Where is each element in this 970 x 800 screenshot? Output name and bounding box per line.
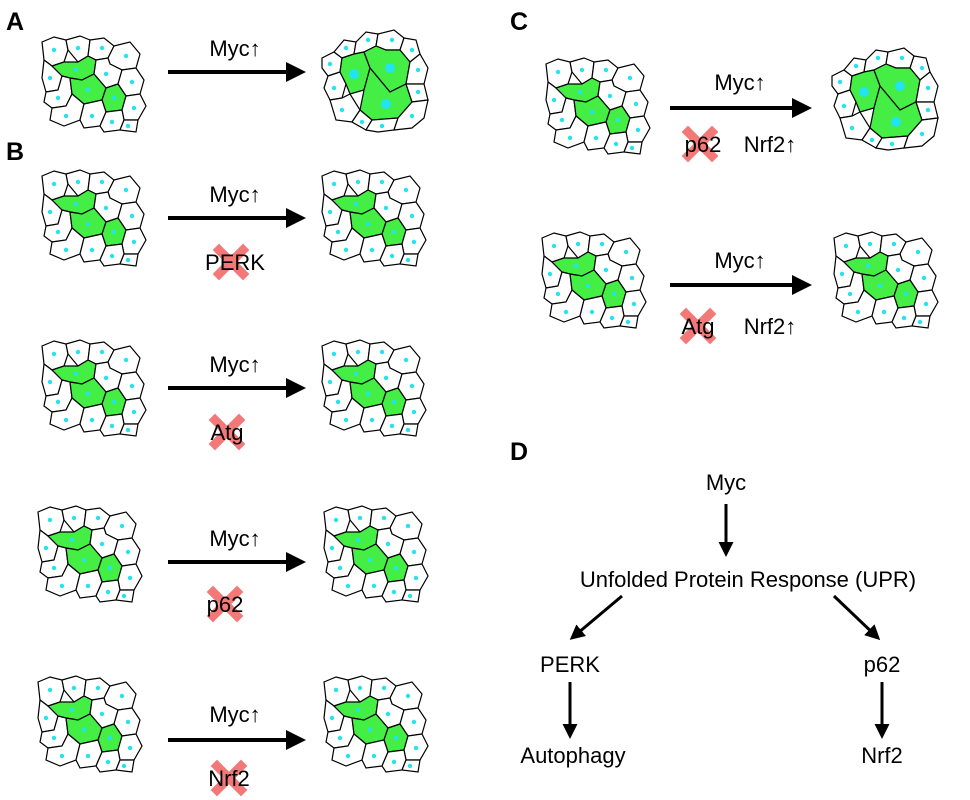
row-b4: Myc↑ Nrf2 xyxy=(37,675,429,791)
tissue-after xyxy=(321,169,427,267)
tissue-before xyxy=(41,35,147,133)
row-top-label: Myc↑ xyxy=(714,248,765,273)
tissue-before xyxy=(545,57,651,155)
row-knockout-label: p62 xyxy=(207,592,244,617)
tissue-after xyxy=(321,29,429,133)
row-top-label: Myc↑ xyxy=(209,526,260,551)
row-top-label: Myc↑ xyxy=(209,182,260,207)
panel-label-b: B xyxy=(6,138,24,166)
row-b3: Myc↑ p62 xyxy=(37,505,429,617)
row-top-label: Myc↑ xyxy=(714,70,765,95)
tissue-after xyxy=(831,47,939,151)
node-autophagy: Autophagy xyxy=(520,743,625,768)
panel-label-a: A xyxy=(6,8,24,36)
node-perk: PERK xyxy=(540,652,600,677)
row-knockout-label: Nrf2 xyxy=(208,766,250,791)
tissue-before xyxy=(37,675,143,773)
panel-label-d: D xyxy=(510,438,528,466)
tissue-before xyxy=(541,231,647,329)
node-p62: p62 xyxy=(864,652,901,677)
row-knockout-label: PERK xyxy=(205,250,265,275)
node-nrf2: Nrf2 xyxy=(861,743,903,768)
row-b2: Myc↑ Atg xyxy=(41,339,427,445)
tissue-after xyxy=(833,231,939,329)
row-knockout-label: Atg xyxy=(681,314,714,339)
row-knockout-label: Atg xyxy=(210,420,243,445)
row-extra-label: Nrf2↑ xyxy=(744,314,797,339)
row-top-label: Myc↑ xyxy=(209,702,260,727)
row-b1: Myc↑ PERK xyxy=(41,169,427,275)
tissue-after xyxy=(323,675,429,773)
row-top-label: Myc↑ xyxy=(209,352,260,377)
row-c1: Myc↑ p62 Nrf2↑ xyxy=(545,47,939,157)
row-knockout-label: p62 xyxy=(685,132,722,157)
tissue-after xyxy=(321,339,427,437)
tissue-before xyxy=(41,339,147,437)
tissue-before xyxy=(37,505,143,603)
node-myc: Myc xyxy=(706,470,746,495)
panel-label-c: C xyxy=(510,8,528,36)
edge-upr-perk xyxy=(569,594,623,640)
edge-upr-p62 xyxy=(832,594,881,641)
node-upr: Unfolded Protein Response (UPR) xyxy=(580,567,916,592)
pathway-diagram: Myc Unfolded Protein Response (UPR) PERK… xyxy=(520,470,916,768)
row-extra-label: Nrf2↑ xyxy=(744,132,797,157)
row-a1: Myc↑ xyxy=(41,29,429,133)
tissue-before xyxy=(41,169,147,267)
row-c2: Myc↑ Atg Nrf2↑ xyxy=(541,231,939,339)
tissue-after xyxy=(323,505,429,603)
row-top-label: Myc↑ xyxy=(209,36,260,61)
